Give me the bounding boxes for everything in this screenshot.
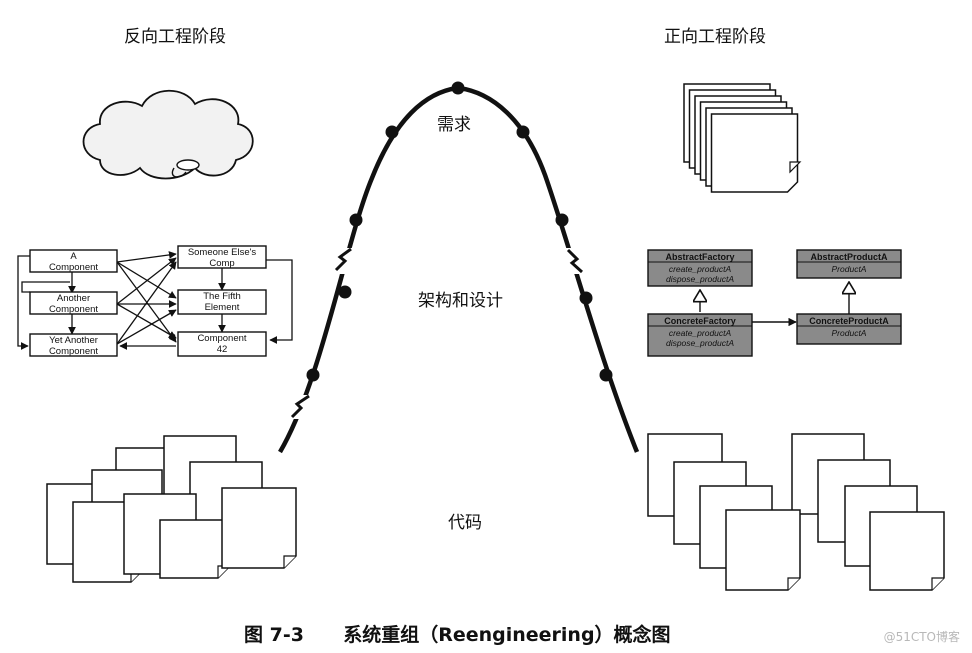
curve-node	[338, 285, 352, 299]
curve-node	[599, 368, 613, 382]
curve-node	[516, 125, 530, 139]
class-diagram: AbstractFactorycreate_productAdispose_pr…	[647, 249, 902, 357]
uml-operation: create_productA	[669, 264, 732, 274]
component-label: The Fifth	[203, 291, 241, 302]
code-page	[869, 511, 945, 591]
component-label: Someone Else's	[188, 247, 257, 258]
uml-class-name: AbstractFactory	[665, 252, 734, 262]
curve-nodes	[306, 81, 613, 382]
uml-class-box: AbstractProductA ProductA	[796, 249, 902, 279]
uml-operation: dispose_productA	[666, 274, 734, 284]
code-pages-right	[647, 433, 945, 591]
watermark-text: @51CTO博客	[883, 630, 960, 644]
uml-class-box: ConcreteFactory create_productAdispose_pr…	[647, 313, 753, 357]
figure-number: 图 7-3	[244, 624, 304, 646]
curve-node	[349, 213, 363, 227]
component-label: A	[70, 251, 77, 262]
zigzag-icon	[566, 248, 584, 274]
uml-class-box: AbstractFactory create_productAdispose_pr…	[647, 249, 753, 287]
uml-class-name: ConcreteProductA	[809, 316, 889, 326]
figure-title: 系统重组（Reengineering）概念图	[343, 624, 671, 646]
code-page	[221, 487, 297, 569]
uml-class-name: AbstractProductA	[810, 252, 888, 262]
curve-node	[451, 81, 465, 95]
curve-node	[579, 291, 593, 305]
code-level-label: 代码	[448, 513, 482, 533]
lifecycle-curve-left	[278, 85, 459, 454]
zigzag-icon	[334, 247, 352, 272]
figure-caption: 图 7-3 系统重组（Reengineering）概念图	[244, 620, 671, 647]
architecture-level-label: 架构和设计	[418, 291, 503, 311]
component-label: Component	[49, 304, 98, 315]
component-label: Yet Another	[49, 335, 98, 346]
component-label: Comp	[209, 258, 234, 269]
curve-node	[306, 368, 320, 382]
uml-operation: ProductA	[832, 264, 867, 274]
curve-node	[555, 213, 569, 227]
forward-engineering-heading: 正向工程阶段	[664, 27, 766, 47]
requirements-level-label: 需求	[437, 115, 471, 135]
component-label: Component	[49, 346, 98, 357]
uml-operation: dispose_productA	[666, 338, 734, 348]
uml-class-box: ConcreteProductA ProductA	[796, 313, 902, 345]
code-page	[159, 519, 231, 579]
code-page	[725, 509, 801, 591]
reverse-engineering-heading: 反向工程阶段	[124, 27, 226, 47]
component-label: Element	[205, 302, 240, 313]
lifecycle-curve-right	[457, 85, 640, 453]
uml-operation: create_productA	[669, 328, 732, 338]
component-label: 42	[217, 344, 228, 355]
zigzag-icon	[290, 394, 310, 419]
component-label: Another	[57, 293, 90, 304]
cloud-icon	[82, 89, 254, 180]
component-label: Component	[49, 262, 98, 273]
uml-operation: ProductA	[832, 328, 867, 338]
component-label: Component	[197, 333, 246, 344]
document-stack-icon	[683, 83, 802, 193]
curve-node	[385, 125, 399, 139]
code-pages-left	[46, 435, 297, 583]
uml-class-name: ConcreteFactory	[664, 316, 736, 326]
